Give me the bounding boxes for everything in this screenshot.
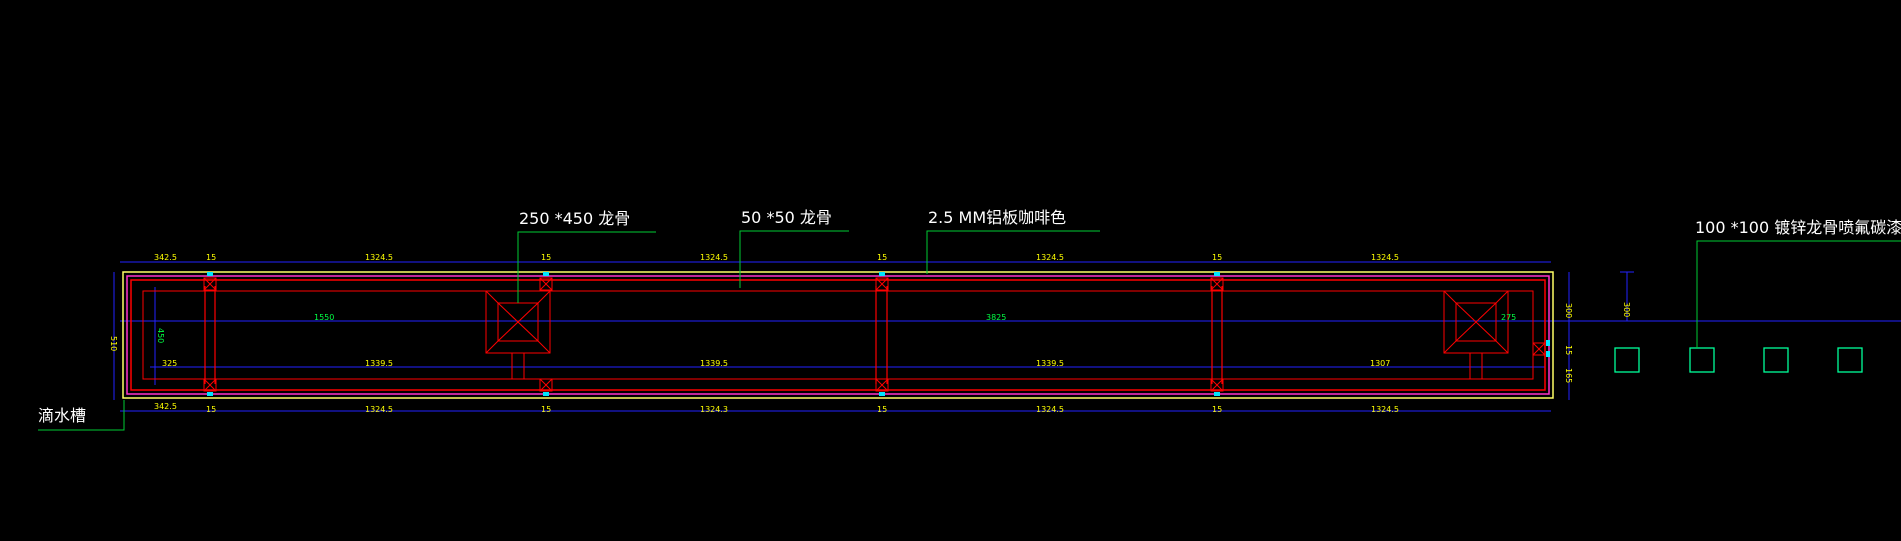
anchor-box-4a (1210, 277, 1224, 291)
bottom-dim-6: 15 (877, 405, 887, 414)
callout-keel-50x50: 50 *50 龙骨 (741, 208, 832, 227)
keel-square-1 (1614, 347, 1640, 373)
callout-leaders (38, 230, 1901, 431)
inner-dim-lower-3: 1339.5 (700, 359, 728, 368)
top-dim-9: 1324.5 (1371, 253, 1399, 262)
anchor-box-2a (539, 277, 553, 291)
anchor-box-1a (203, 277, 217, 291)
top-dimension-labels: 342.5 15 1324.5 15 1324.5 15 1324.5 15 1… (154, 253, 1399, 262)
inner-dim-upper-middle: 3825 (986, 313, 1006, 322)
callout-drip-groove: 滴水槽 (38, 406, 86, 425)
side-dim-right-middle: 15 (1564, 345, 1573, 355)
galvanized-keel-squares (1614, 347, 1863, 373)
inner-dim-upper-left: 1550 (314, 313, 334, 322)
inner-dimension-labels: 1550 3825 275 325 1339.5 1339.5 1339.5 1… (162, 313, 1516, 368)
bottom-dim-5: 1324.3 (700, 405, 728, 414)
inner-dim-lower-5: 1307 (1370, 359, 1390, 368)
anchor-box-3b (875, 378, 889, 392)
bottom-dim-3: 1324.5 (365, 405, 393, 414)
keel-section-left (485, 290, 551, 379)
bottom-dim-9: 1324.5 (1371, 405, 1399, 414)
bottom-dim-1: 342.5 (154, 402, 177, 411)
leader-drip-groove (38, 400, 125, 431)
frame-inner (142, 290, 1534, 380)
keel-square-4 (1837, 347, 1863, 373)
callout-galvanized-keel: 100 *100 镀锌龙骨喷氟碳漆 (1695, 218, 1901, 237)
anchor-markers (207, 272, 1550, 396)
keel-post-2 (875, 286, 888, 384)
bottom-dimension-labels: 342.5 15 1324.5 15 1324.3 15 1324.5 15 1… (154, 402, 1399, 414)
keel-square-2 (1689, 347, 1715, 373)
bottom-dim-2: 15 (206, 405, 216, 414)
side-dim-left-outer: 510 (109, 336, 118, 351)
keel-post-3 (1211, 286, 1223, 384)
side-dim-right-bottom: 165 (1564, 368, 1573, 383)
top-dim-4: 15 (541, 253, 551, 262)
keel-section-right (1443, 290, 1509, 379)
panel-magenta-edge (126, 275, 1550, 395)
inner-dim-lower-4: 1339.5 (1036, 359, 1064, 368)
side-dim-far-right: 300 (1622, 302, 1631, 317)
top-dim-8: 15 (1212, 253, 1222, 262)
anchor-box-4b (1210, 378, 1224, 392)
top-dim-1: 342.5 (154, 253, 177, 262)
top-dim-2: 15 (206, 253, 216, 262)
leader-aluminum-panel (926, 230, 1100, 274)
bottom-dim-7: 1324.5 (1036, 405, 1064, 414)
inner-dim-lower-1: 325 (162, 359, 177, 368)
callout-keel-250x450: 250 *450 龙骨 (519, 209, 630, 228)
leader-galvanized-keel (1696, 240, 1901, 348)
anchor-box-5 (1532, 342, 1546, 356)
leader-keel-50x50 (739, 230, 849, 288)
panel-outer-edge (122, 271, 1554, 399)
keel-post-1 (204, 286, 216, 384)
bottom-dim-8: 15 (1212, 405, 1222, 414)
bottom-dim-4: 15 (541, 405, 551, 414)
anchor-box-2b (539, 378, 553, 392)
anchor-box-1b (203, 378, 217, 392)
keel-square-3 (1763, 347, 1789, 373)
anchor-box-3a (875, 277, 889, 291)
top-dim-6: 15 (877, 253, 887, 262)
top-dim-3: 1324.5 (365, 253, 393, 262)
leader-keel-250x450 (517, 231, 656, 303)
side-dimension-labels: 510 450 300 15 165 300 (109, 302, 1631, 383)
side-dim-right-top: 300 (1564, 303, 1573, 318)
side-dim-left-inner: 450 (156, 328, 165, 343)
inner-dim-lower-2: 1339.5 (365, 359, 393, 368)
frame-outer (130, 279, 1546, 391)
inner-dim-right-small: 275 (1501, 313, 1516, 322)
top-dim-5: 1324.5 (700, 253, 728, 262)
callout-aluminum-panel: 2.5 MM铝板咖啡色 (928, 208, 1066, 227)
top-dim-7: 1324.5 (1036, 253, 1064, 262)
